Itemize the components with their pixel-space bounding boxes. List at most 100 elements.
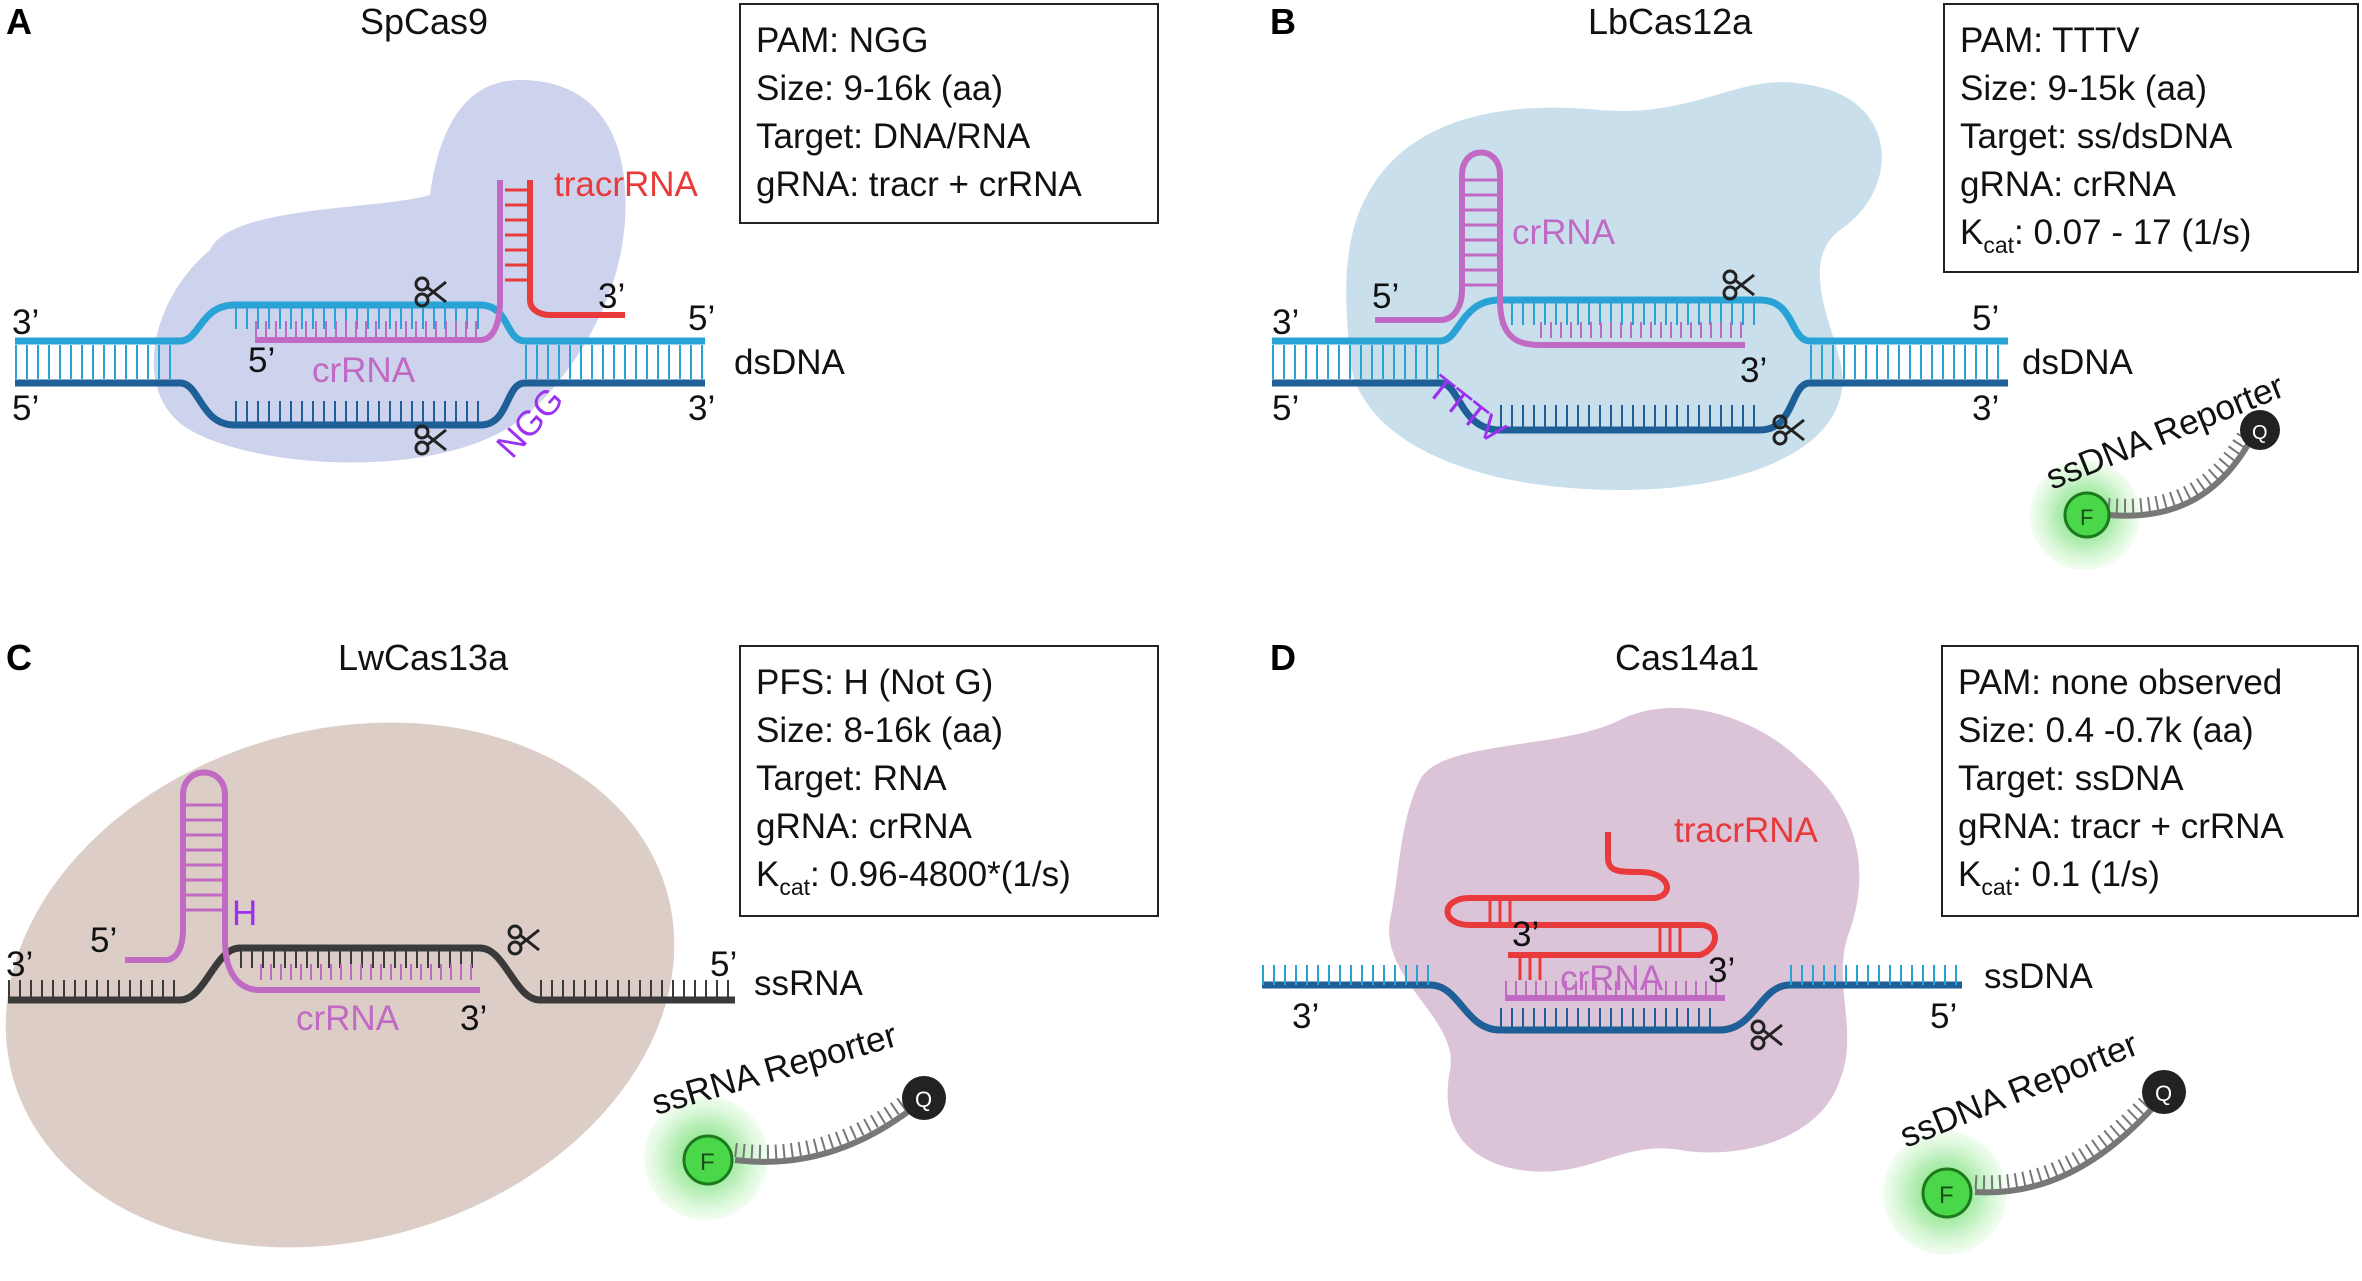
end-label: 3’: [1972, 389, 1999, 428]
quencher-mark: Q: [2252, 422, 2268, 444]
tracrrna-label: tracrRNA: [1674, 811, 1819, 850]
crrna-strand: [255, 180, 503, 343]
panel-title: SpCas9: [360, 1, 488, 42]
panel-letter: C: [6, 637, 32, 678]
info-line: Target: DNA/RNA: [756, 117, 1031, 156]
crrna-label: crRNA: [296, 999, 400, 1038]
tracr-3-end: 3’: [598, 277, 625, 316]
tracrrna-label: tracrRNA: [554, 165, 699, 204]
panel-B: B LbCas12a crRNA: [1270, 1, 2359, 570]
crrna-label: crRNA: [1560, 959, 1664, 998]
panel-title: LbCas12a: [1588, 1, 1753, 42]
fluorophore-mark: F: [1939, 1182, 1954, 1209]
reporter-label: ssDNA Reporter: [1894, 1024, 2143, 1155]
info-line: gRNA: tracr + crRNA: [756, 165, 1082, 204]
quencher-mark: Q: [915, 1087, 932, 1112]
protein-blob: [153, 80, 626, 463]
crrna-3-end: 3’: [1740, 351, 1767, 390]
scissors-icon: [414, 276, 447, 308]
dsdna: [15, 301, 705, 429]
kcat-line: Kcat: 0.07 - 17 (1/s): [1960, 213, 2251, 258]
end-label: 5’: [12, 389, 39, 428]
info-line: Size: 9-15k (aa): [1960, 69, 2207, 108]
ssdna: [1262, 965, 1962, 1034]
end-label: 3’: [6, 945, 33, 984]
fluorophore-icon: [2063, 491, 2111, 539]
info-box: PAM: none observed Size: 0.4 -0.7k (aa) …: [1941, 645, 2359, 917]
fluorophore-mark: F: [2080, 505, 2093, 530]
info-line: PAM: TTTV: [1960, 21, 2140, 60]
target-label: ssDNA: [1984, 957, 2094, 996]
end-label: 3’: [1292, 997, 1319, 1036]
quencher-icon: [2142, 1070, 2186, 1114]
target-label: dsDNA: [2022, 343, 2134, 382]
end-label: 5’: [710, 945, 737, 984]
protein-blob: [1346, 82, 1882, 490]
info-line: PFS: H (Not G): [756, 663, 993, 702]
panel-title: Cas14a1: [1615, 637, 1759, 678]
panel-C: C LwCas13a H 5’ crRNA 3’ 3’ 5’ ssRNA: [5, 637, 1159, 1248]
reporter-label: ssRNA Reporter: [647, 1015, 901, 1122]
target-label: ssRNA: [754, 964, 864, 1003]
crrna-strand: [1505, 981, 1725, 1001]
info-line: Size: 0.4 -0.7k (aa): [1958, 711, 2254, 750]
crrna-strand: [1375, 149, 1745, 348]
info-line: gRNA: crRNA: [756, 807, 973, 846]
quencher-icon: [902, 1076, 946, 1120]
info-line: Size: 8-16k (aa): [756, 711, 1003, 750]
fluorophore-icon: [682, 1134, 734, 1186]
kcat-line: Kcat: 0.96-4800*(1/s): [756, 855, 1071, 900]
kcat-line: Kcat: 0.1 (1/s): [1958, 855, 2160, 900]
quencher-mark: Q: [2155, 1081, 2172, 1106]
protein-blob: [5, 722, 675, 1248]
crrna-5-end: 5’: [248, 341, 275, 380]
end-label: 3’: [12, 303, 39, 342]
fluorophore-icon: [1921, 1167, 1973, 1219]
info-box: PFS: H (Not G) Size: 8-16k (aa) Target: …: [739, 645, 1159, 917]
info-line: Target: RNA: [756, 759, 947, 798]
scissors-icon: [507, 924, 540, 956]
end-label: 3’: [1708, 951, 1735, 990]
reporter-group: F Q ssRNA Reporter: [644, 1015, 946, 1220]
crrna-label: crRNA: [312, 351, 416, 390]
end-label: 3’: [1512, 915, 1539, 954]
crrna-5-end: 5’: [90, 921, 117, 960]
scissors-icon: [1772, 414, 1805, 446]
ssrna: [8, 944, 735, 1004]
tracrrna-strand: [1444, 832, 1718, 980]
info-box: PAM: NGG Size: 9-16k (aa) Target: DNA/RN…: [739, 3, 1159, 224]
crrna-strand: [125, 769, 480, 993]
end-label: 5’: [1272, 389, 1299, 428]
panel-title: LwCas13a: [338, 637, 509, 678]
panel-A: A SpCas9: [6, 1, 1159, 465]
info-line: Size: 9-16k (aa): [756, 69, 1003, 108]
fluorophore-mark: F: [700, 1149, 715, 1176]
end-label: 5’: [688, 299, 715, 338]
info-line: PAM: none observed: [1958, 663, 2282, 702]
protein-blob: [1389, 707, 1860, 1172]
crrna-3-end: 3’: [460, 999, 487, 1038]
scissors-icon: [1722, 269, 1755, 301]
panel-letter: B: [1270, 1, 1296, 42]
reporter-group: F Q ssDNA Reporter: [1883, 1024, 2186, 1255]
crrna-label: crRNA: [1512, 213, 1616, 252]
info-line: Target: ss/dsDNA: [1960, 117, 2233, 156]
end-label: 3’: [1272, 303, 1299, 342]
reporter-group: F Q ssDNA Reporter: [2030, 366, 2290, 570]
panel-letter: D: [1270, 637, 1296, 678]
end-label: 5’: [1930, 997, 1957, 1036]
panel-D: D Cas14a1 tracrRNA 3’ crRNA 3’ 3’ 5’ ssD…: [1262, 637, 2359, 1255]
info-box: PAM: TTTV Size: 9-15k (aa) Target: ss/ds…: [1943, 3, 2359, 273]
scissors-icon: [414, 424, 447, 456]
panel-letter: A: [6, 1, 32, 42]
quencher-icon: [2240, 410, 2280, 450]
info-line: PAM: NGG: [756, 21, 928, 60]
crrna-5-end: 5’: [1372, 277, 1399, 316]
info-line: Target: ssDNA: [1958, 759, 2184, 798]
pfs-motif-label: H: [232, 894, 257, 933]
end-label: 3’: [688, 389, 715, 428]
info-line: gRNA: crRNA: [1960, 165, 2177, 204]
target-label: dsDNA: [734, 343, 846, 382]
end-label: 5’: [1972, 299, 1999, 338]
